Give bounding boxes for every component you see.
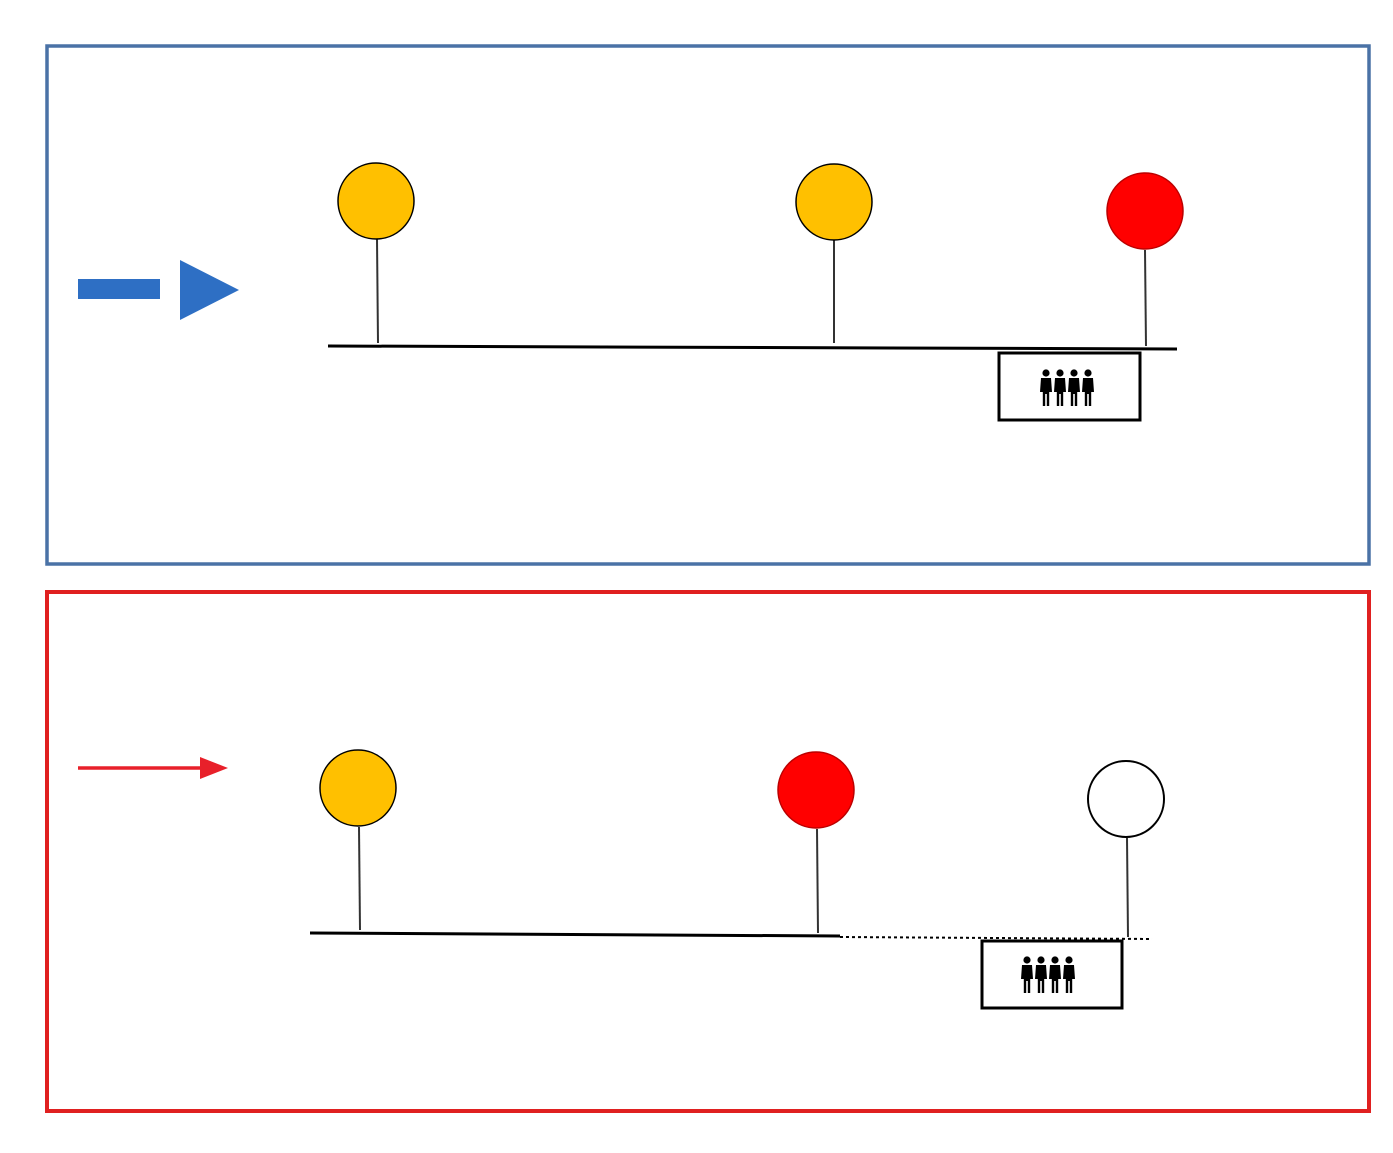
signal-lamp-amber <box>795 163 873 241</box>
signal-3 <box>1106 172 1184 347</box>
track-line <box>309 931 841 938</box>
platform-box <box>980 939 1124 1010</box>
top-panel <box>45 44 1371 566</box>
direction-arrow-bottom <box>78 757 228 779</box>
signal-2 <box>795 163 873 343</box>
arrow-shaft <box>78 279 160 299</box>
direction-arrow-top <box>78 260 239 320</box>
track-line-dotted <box>839 936 1153 940</box>
signal-post <box>376 238 379 344</box>
signal-lamp-red <box>1106 172 1184 250</box>
signal-1 <box>337 162 415 344</box>
signal-3 <box>1087 760 1165 938</box>
track-line <box>327 344 1178 351</box>
signal-post <box>1144 249 1147 347</box>
thick-block-arrow-right-icon <box>180 260 239 320</box>
signal-post <box>1126 837 1129 938</box>
top-panel-border <box>45 44 1371 566</box>
signal-post <box>816 828 819 934</box>
signal-lamp-amber <box>319 749 397 827</box>
signal-lamp-amber <box>337 162 415 240</box>
signal-post <box>358 826 361 931</box>
signal-1 <box>319 749 397 931</box>
signal-lamp-unlit <box>1087 760 1165 838</box>
platform-box <box>997 351 1142 422</box>
signal-lamp-red <box>777 751 855 829</box>
bottom-panel-border <box>45 590 1371 1113</box>
thin-arrow-right-icon <box>200 757 228 779</box>
signal-2 <box>777 751 855 934</box>
bottom-panel <box>45 590 1371 1113</box>
